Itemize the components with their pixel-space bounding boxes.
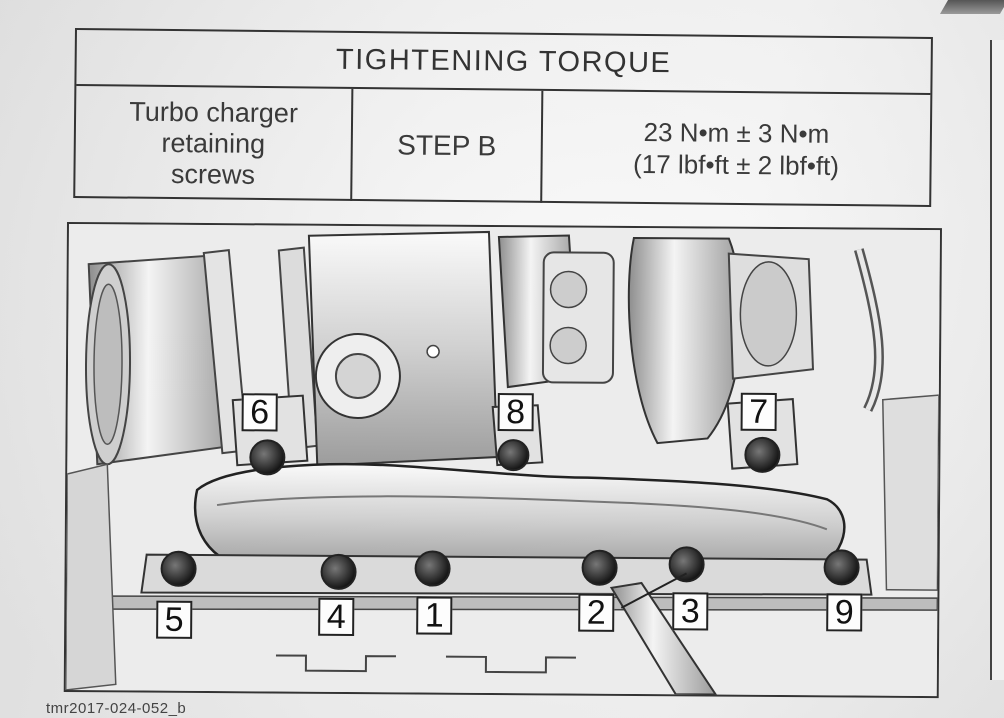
- figure-identifier: tmr2017-024-052_b: [46, 700, 187, 717]
- tightening-torque-table: TIGHTENING TORQUE Turbo charger retainin…: [73, 28, 933, 207]
- bolt-4: [320, 553, 357, 590]
- adjacent-page-edge: [990, 40, 1004, 680]
- bolt-6: [249, 439, 286, 476]
- bolt-3: [668, 546, 705, 583]
- torque-value-metric: 23 N•m ± 3 N•m: [643, 116, 830, 149]
- callout-4: 4: [318, 597, 355, 637]
- engine-drawing: [65, 224, 940, 697]
- callout-7: 7: [740, 392, 777, 431]
- leader-line-3: [620, 572, 688, 609]
- bolt-2: [581, 549, 618, 586]
- step-cell: STEP B: [352, 88, 544, 203]
- page-corner-shadow: [939, 0, 1004, 14]
- bolt-7: [744, 436, 781, 473]
- component-line-3: screws: [170, 158, 256, 190]
- component-cell: Turbo charger retaining screws: [75, 86, 354, 201]
- callout-2: 2: [578, 593, 615, 632]
- table-title: TIGHTENING TORQUE: [76, 30, 931, 95]
- bolt-1: [414, 550, 451, 587]
- component-line-1: Turbo charger: [129, 96, 299, 128]
- callout-5: 5: [156, 600, 193, 639]
- callout-1: 1: [416, 596, 453, 635]
- turbo-manifold-illustration: 6 8 7 5 4 1 2 3 9: [63, 222, 942, 699]
- callout-8: 8: [497, 393, 534, 432]
- component-line-2: retaining: [161, 127, 266, 159]
- bolt-8: [497, 439, 530, 472]
- torque-value-cell: 23 N•m ± 3 N•m (17 lbf•ft ± 2 lbf•ft): [542, 91, 930, 207]
- callout-6: 6: [241, 393, 278, 432]
- bolt-9: [823, 549, 860, 586]
- torque-value-imperial: (17 lbf•ft ± 2 lbf•ft): [632, 148, 840, 182]
- bolt-5: [160, 550, 197, 587]
- callout-3: 3: [672, 592, 709, 631]
- callout-9: 9: [826, 593, 863, 632]
